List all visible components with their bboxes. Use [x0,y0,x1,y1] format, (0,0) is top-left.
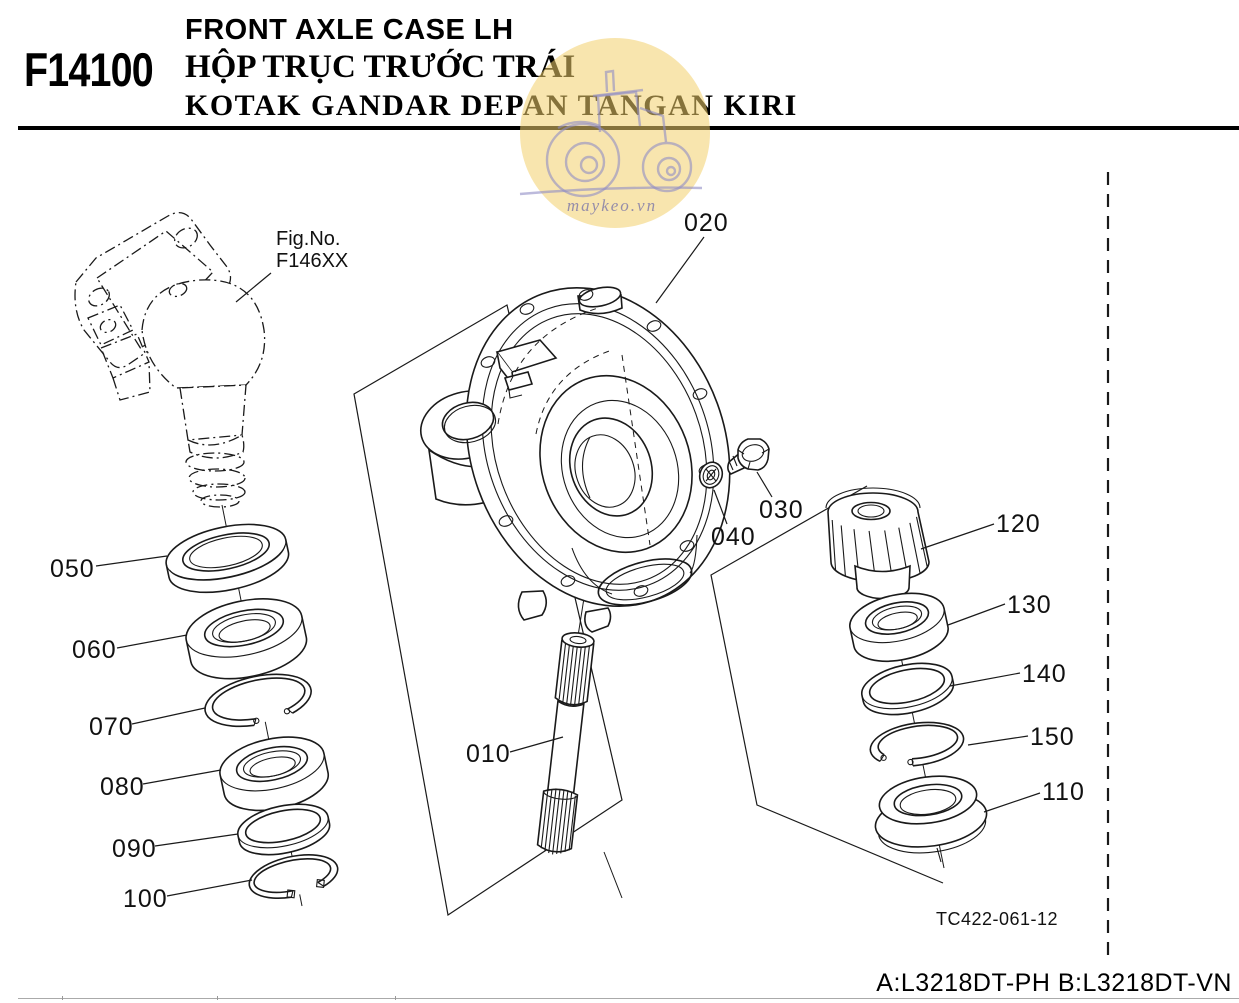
part-label-070: 070 [89,713,134,741]
part-number-labels: 050 060 070 080 090 100 010 020 030 040 … [50,209,1085,913]
table-tick [395,996,396,1000]
model-code: A:L3218DT-PH B:L3218DT-VN [876,969,1232,997]
part-label-030: 030 [759,496,804,524]
page-title-en: FRONT AXLE CASE LH [185,14,514,46]
part-label-120: 120 [996,510,1041,538]
part-060-bearing [185,598,308,680]
part-050-seal [165,523,290,594]
part-label-080: 080 [100,773,145,801]
drawing-code: TC422-061-12 [936,909,1058,929]
part-label-130: 130 [1007,591,1052,619]
figure-reference-label: Fig.No. [276,228,340,250]
table-tick [62,996,63,1000]
part-030-plug [727,438,770,475]
figure-code: F14100 [24,43,154,96]
watermark-circle [520,38,710,228]
part-label-100: 100 [123,885,168,913]
part-label-060: 060 [72,636,117,664]
bolt-holes [480,289,714,597]
part-140-ring [861,662,955,716]
part-100-snap-ring [248,854,339,899]
spline-hatch-upper [558,635,591,707]
part-130-bearing [849,592,949,662]
figure-reference-value: F146XX [276,250,348,272]
bottom-rule [18,998,1239,999]
subassembly-box-right [710,485,944,884]
table-tick [217,996,218,1000]
watermark: maykeo.vn [519,38,710,228]
part-150-circlip [869,721,965,767]
part-label-150: 150 [1030,723,1075,751]
part-090-ring [237,803,331,856]
watermark-text: maykeo.vn [567,196,657,215]
part-040-seal-washer [698,461,724,489]
part-label-140: 140 [1022,660,1067,688]
part-label-110: 110 [1042,778,1085,806]
part-070-circlip [204,673,312,728]
part-label-090: 090 [112,835,157,863]
page-title-vi: HỘP TRỤC TRƯỚC TRÁI [185,49,576,85]
knuckle-assembly-reference [74,212,266,508]
part-label-040: 040 [711,523,756,551]
part-label-020: 020 [684,209,729,237]
part-020-axle-case [419,286,731,633]
part-label-050: 050 [50,555,95,583]
figure-reference: Fig.No. F146XX [276,228,348,272]
gear-teeth [831,516,928,582]
part-080-bearing [219,736,330,812]
part-120-bevel-gear [825,487,930,600]
subassembly-box-left [353,304,623,917]
part-110-seal-case [874,775,988,863]
leader-lines [95,236,1041,897]
spline-hatch-lower [540,788,576,855]
tractor-icon [519,69,703,198]
part-010-axle-shaft [536,632,595,855]
part-label-010: 010 [466,740,511,768]
